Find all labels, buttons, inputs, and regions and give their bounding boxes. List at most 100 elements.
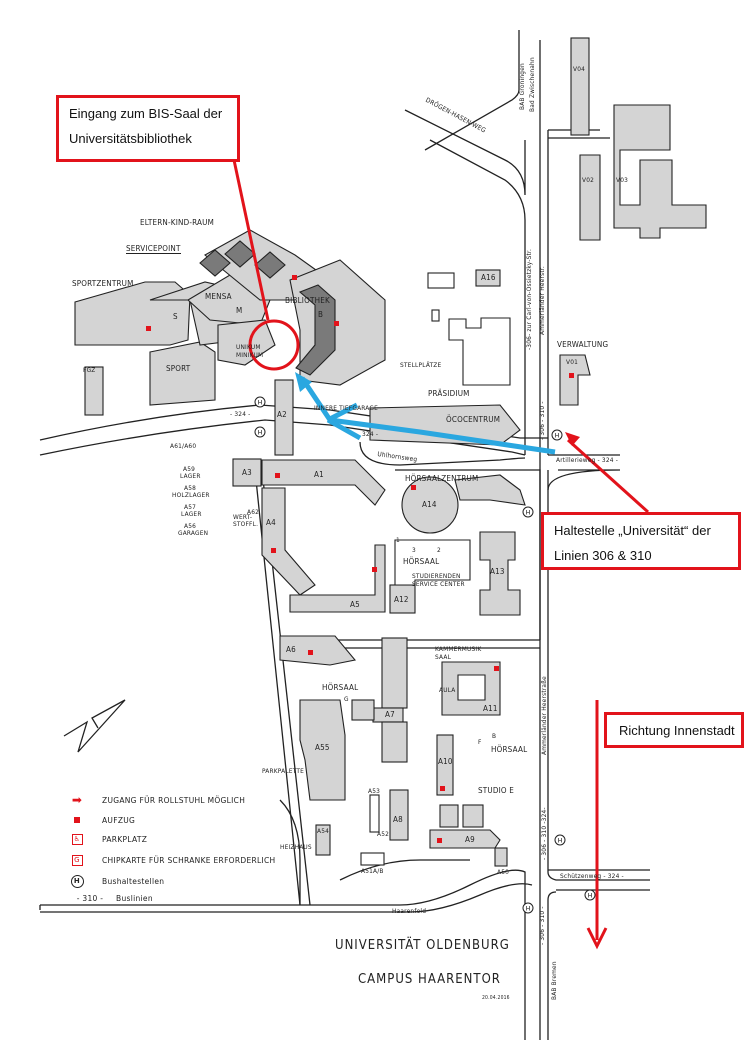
callout-entrance-line1: Eingang zum BIS-Saal der — [69, 106, 223, 121]
legend-label: AUFZUG — [102, 815, 136, 825]
road-label-ossietzky: -306- zur Carl-von-Ossietzky-Str. — [525, 248, 533, 350]
label-hoersaal-1: HÖRSAAL — [403, 557, 440, 566]
label-a9: A9 — [465, 835, 475, 844]
label-a2: A2 — [277, 410, 287, 419]
elevator-icon — [569, 373, 574, 378]
label-a4: A4 — [266, 518, 276, 527]
label-a58-holzlager: HOLZLAGER — [172, 491, 210, 499]
label-a16: A16 — [481, 273, 496, 282]
label-sport: SPORT — [166, 364, 191, 373]
label-g: G — [344, 695, 349, 703]
building-sport — [149, 341, 216, 406]
building-a7-west — [351, 699, 375, 721]
label-a59: A59 — [183, 465, 196, 473]
road-label-bab-bremen: BAB Bremen — [550, 961, 558, 1000]
svg-text:H: H — [258, 430, 263, 437]
label-hs-3: 3 — [412, 546, 416, 554]
label-wertstoff: WERT- — [233, 513, 253, 521]
map-title: UNIVERSITÄT OLDENBURG — [335, 938, 510, 953]
label-studio-e: STUDIO E — [478, 786, 514, 795]
road-haarenfeld — [40, 869, 533, 1040]
entrance-annotation — [232, 159, 300, 371]
map-subtitle: CAMPUS HAARENTOR — [358, 972, 501, 987]
building-servicepoint — [199, 240, 286, 279]
elevator-icon — [494, 666, 499, 671]
building-praesidium — [369, 404, 521, 446]
label-a57-lager: LAGER — [181, 510, 202, 518]
label-v04: V04 — [573, 65, 586, 73]
bus-stops: H H H H H H H — [254, 396, 596, 914]
building-a50 — [494, 847, 508, 867]
callout-bus-stop-line2: Linien 306 & 310 — [554, 548, 652, 563]
label-v03: V03 — [616, 176, 629, 184]
label-wertstoff-2: STOFFL. — [233, 520, 259, 528]
road-label-324-mid: 324 - — [362, 430, 379, 438]
road-label-haarenfeld: Haarenfeld — [392, 907, 427, 915]
label-unikum: UNIKUM — [236, 343, 261, 351]
svg-text:H: H — [258, 400, 263, 407]
label-a6: A6 — [286, 645, 296, 654]
label-a54: A54 — [317, 827, 330, 835]
building-a54 — [315, 824, 331, 856]
building-a6 — [279, 635, 357, 666]
label-eltern-kind-raum: ELTERN-KIND-RAUM — [140, 218, 215, 227]
label-oekocentrum: ÖCOCENTRUM — [446, 415, 501, 424]
map-date: 20.04.2016 — [482, 995, 510, 1001]
road-uhlhornsweg-lower — [359, 441, 526, 466]
building-a8 — [389, 789, 409, 841]
label-verwaltung: VERWALTUNG — [557, 340, 609, 349]
map-frame — [39, 799, 301, 910]
label-a14: A14 — [422, 500, 437, 509]
label-a5: A5 — [350, 600, 360, 609]
building-a53 — [369, 794, 380, 833]
elevator-icon — [334, 321, 339, 326]
building-a13 — [479, 531, 521, 616]
label-heizhaus: HEIZHAUS — [280, 843, 312, 851]
label-a7: A7 — [385, 710, 395, 719]
label-saal: SAAL — [435, 653, 452, 661]
road-ammerlaender-east — [547, 130, 650, 1040]
bus-line-icon: - 310 - — [76, 893, 104, 903]
building-a9 — [429, 829, 501, 849]
road-label-bus-south: - 306 - 310 - — [538, 906, 546, 945]
label-praesidium: PRÄSIDIUM — [428, 389, 470, 398]
callout-direction-text: Richtung Innenstadt — [619, 723, 735, 738]
north-arrow-icon — [63, 699, 126, 753]
elevator-icon — [70, 817, 84, 823]
walking-route — [295, 372, 556, 455]
svg-text:H: H — [526, 510, 531, 517]
legend-item-chipcard: G CHIPKARTE FÜR SCHRANKE ERFORDERLICH — [70, 853, 276, 867]
svg-text:H: H — [526, 906, 531, 913]
svg-text:H: H — [558, 838, 563, 845]
label-a51: A51A/B — [361, 867, 384, 875]
label-b: B — [318, 310, 324, 319]
label-a56-garagen: GARAGEN — [178, 529, 209, 537]
wheelchair-access-arrow-icon: ➡ — [71, 793, 83, 807]
label-hoersaal-3: HÖRSAAL — [491, 745, 528, 754]
building-small-1 — [427, 272, 455, 289]
label-stellplaetze: STELLPLÄTZE — [400, 361, 442, 369]
building-hoersaal-ssc — [394, 539, 471, 586]
label-innere-tiefgarage: INNERE TIEFGARAGE — [314, 404, 378, 412]
label-parkpalette: PARKPALETTE — [262, 767, 304, 775]
label-ssc-2: SERVICE CENTER — [412, 580, 465, 588]
svg-text:H: H — [588, 893, 593, 900]
building-studio-e-2 — [462, 804, 484, 828]
elevator-icon — [271, 548, 276, 553]
callout-bus-stop: Haltestelle „Universität“ der Linien 306… — [541, 512, 741, 570]
elevator-icon — [411, 485, 416, 490]
label-a59-lager: LAGER — [180, 472, 201, 480]
label-hs-2: 2 — [437, 546, 441, 554]
legend-label: CHIPKARTE FÜR SCHRANKE ERFORDERLICH — [102, 855, 276, 865]
label-kammermusik: KAMMERMUSIK — [435, 645, 482, 653]
building-a16 — [475, 269, 501, 287]
building-hoersaalzentrum-east — [454, 474, 526, 506]
label-s: S — [173, 312, 178, 321]
callout-entrance-line2: Universitätsbibliothek — [69, 131, 192, 146]
elevator-icon — [437, 838, 442, 843]
label-a58: A58 — [184, 484, 197, 492]
legend-item-elevator: AUFZUG — [70, 813, 135, 827]
chipcard-icon: G — [70, 854, 84, 866]
